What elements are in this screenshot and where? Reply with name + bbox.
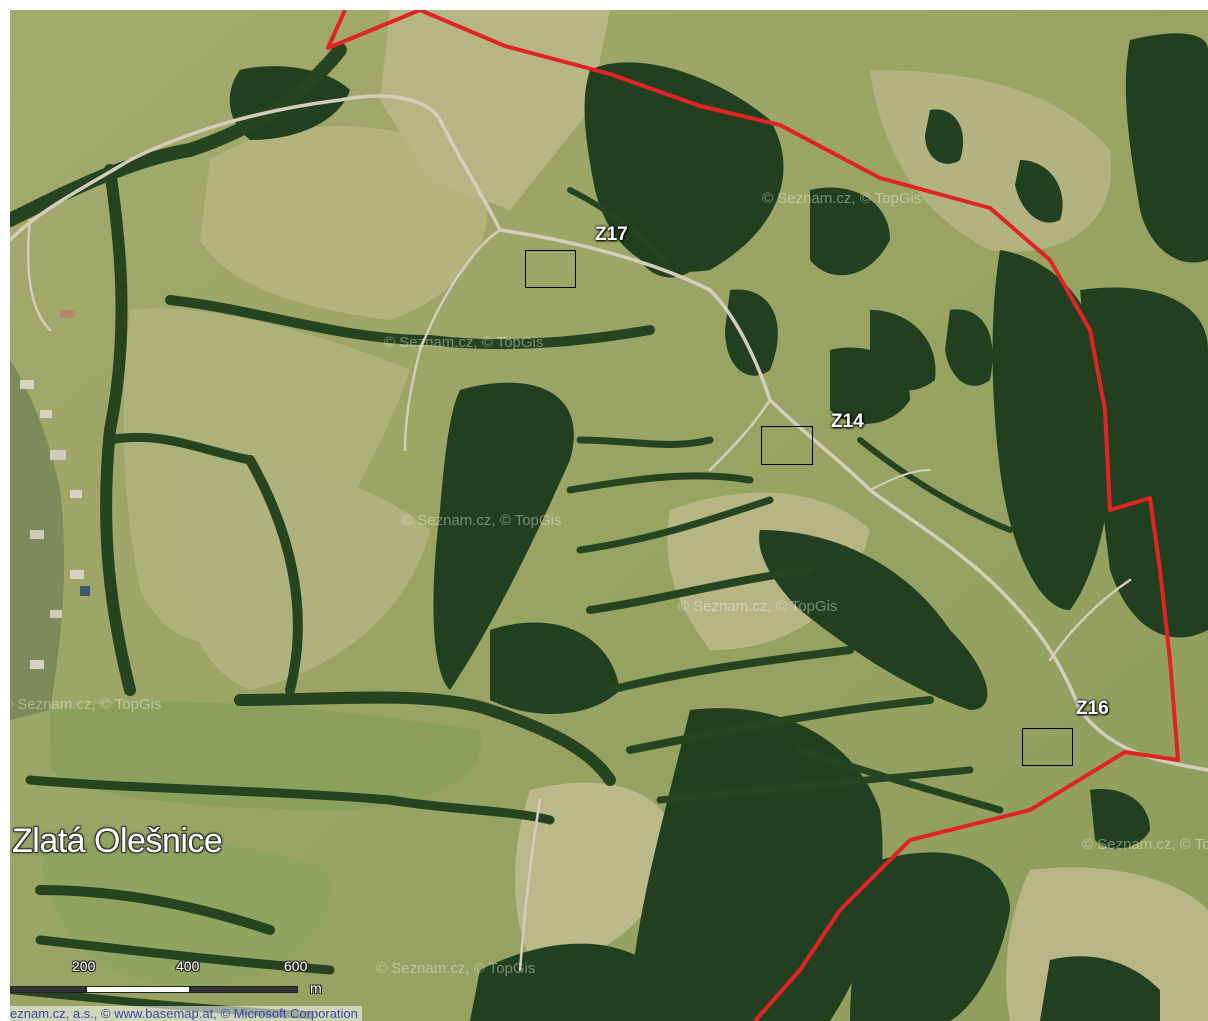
satellite-map[interactable]: © Seznam.cz, © TopGis © Seznam.cz, © Top… <box>10 10 1208 1021</box>
marker-label-z17: Z17 <box>595 224 628 245</box>
field <box>170 463 430 690</box>
map-watermark: © Seznam.cz, © TopGis <box>376 960 536 977</box>
field <box>515 782 680 962</box>
scale-segment <box>10 986 86 993</box>
map-watermark: © Seznam.cz, © TopGis <box>1082 836 1208 853</box>
scale-segment <box>86 986 190 993</box>
scale-segment <box>190 986 298 993</box>
marker-label-z14: Z14 <box>831 411 864 432</box>
tree-lines <box>10 43 1013 1019</box>
boundary-line <box>326 10 1180 1021</box>
field <box>50 701 482 810</box>
map-attribution[interactable]: eznam.cz, a.s., © www.basemap.at, © Micr… <box>10 1006 362 1021</box>
marker-box-z14[interactable] <box>761 426 813 465</box>
map-watermark: © Seznam.cz, © TopGis <box>678 598 838 615</box>
scale-tick-label: 600 <box>284 958 308 974</box>
scale-bar: 200 400 600 m <box>10 958 330 998</box>
marker-label-z16: Z16 <box>1076 698 1109 719</box>
roads <box>10 94 1208 972</box>
scale-unit: m <box>310 980 322 996</box>
map-imagery <box>10 10 1208 1021</box>
map-watermark: © Seznam.cz, © TopGis <box>762 190 922 207</box>
map-watermark: © Seznam.cz, © TopGis <box>402 512 562 529</box>
map-watermark: © Seznam.cz, © TopGis <box>384 334 544 351</box>
marker-box-z16[interactable] <box>1022 728 1073 766</box>
map-watermark: © Seznam.cz, © TopGis <box>10 696 162 713</box>
field <box>200 126 488 320</box>
scale-tick-label: 200 <box>72 958 96 974</box>
village-buildings <box>10 310 90 720</box>
scale-tick-label: 400 <box>176 958 200 974</box>
marker-box-z17[interactable] <box>525 250 576 288</box>
town-label: Zlatá Olešnice <box>12 822 223 860</box>
